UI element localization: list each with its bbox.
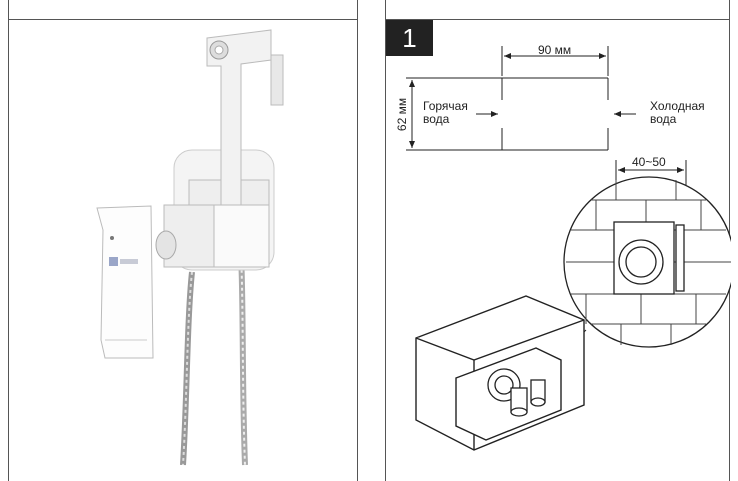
faucet-illustration (96, 29, 284, 466)
depth-dimension-label: 40~50 (632, 155, 666, 169)
pipe-fitting-detail (613, 221, 685, 295)
lever-handle (96, 205, 154, 359)
mixer-body (155, 204, 270, 268)
height-dimension-label: 62 мм (395, 97, 410, 132)
cold-water-label: Холодная вода (650, 99, 705, 126)
brand-logo-icon (109, 257, 118, 266)
hand-shower (206, 29, 284, 231)
wall-cutout-box (415, 295, 585, 451)
dimension-diagram (406, 46, 731, 451)
spacing-dimension-label: 90 мм (538, 43, 572, 57)
valve-body (487, 368, 546, 417)
hot-water-label: Горячая вода (423, 99, 468, 126)
product-photo-panel (8, 0, 358, 481)
installation-diagram-panel: 1 (385, 0, 731, 481)
step-number-badge: 1 (386, 20, 433, 56)
